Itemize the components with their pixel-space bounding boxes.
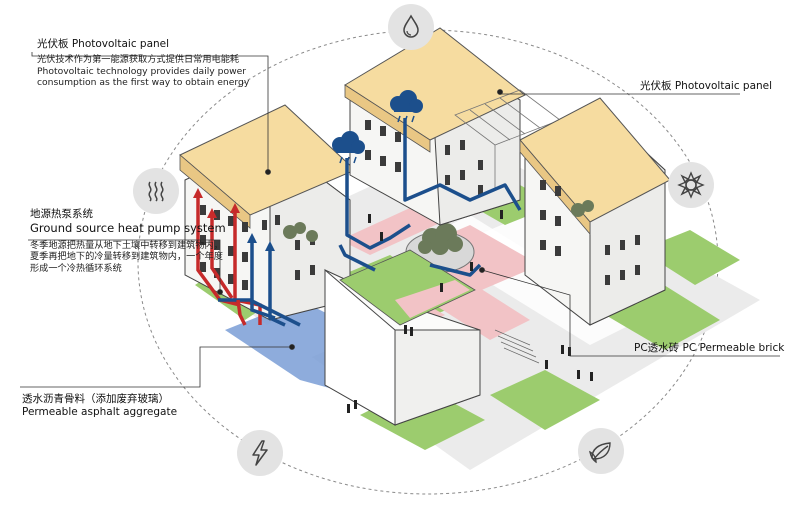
rain-cloud-icon (332, 131, 365, 164)
courtyard-tree (418, 223, 463, 255)
heat-pump-body-1: 冬季地源把热量从地下土壤中转移到建筑物内， (30, 239, 223, 251)
heat-pump-title-cn: 地源热泵系统 (30, 208, 93, 220)
flow-arrows (193, 188, 275, 251)
asphalt-title-en: Permeable asphalt aggregate (22, 406, 178, 419)
ground-source-heat-pump-pipes (196, 195, 301, 327)
pv-annotation-body-en-1: Photovoltaic technology provides daily p… (37, 65, 247, 77)
heat-waves-icon (148, 181, 164, 202)
pv-annotation-right: 光伏板 Photovoltaic panel (640, 80, 773, 92)
water-drop-icon (403, 14, 419, 38)
water-icon-badge (388, 4, 434, 50)
asphalt-annotation: 透水沥青骨料（添加废弃玻璃） Permeable asphalt aggrega… (22, 393, 222, 419)
pv-annotation-title: 光伏板 Photovoltaic panel (37, 38, 170, 50)
pv-annotation-top: 光伏板 Photovoltaic panel 光伏技术作为第一能源获取方式提供日… (37, 38, 287, 89)
middle-building (344, 27, 561, 226)
pc-brick-annotation: PC透水砖 PC Permeable brick (634, 342, 785, 354)
pv-annotation-body-en-2: consumption as the first way to obtain e… (37, 77, 250, 89)
pv-annotation-body-cn: 光伏技术作为第一能源获取方式提供日常用电能耗 (37, 54, 240, 66)
heat-pump-title-en: Ground source heat pump system (30, 221, 226, 236)
rainwater-pipes (338, 118, 522, 277)
energy-icon-badge (237, 430, 283, 476)
heat-pump-annotation: 地源热泵系统 Ground source heat pump system 冬季… (30, 208, 260, 274)
lightning-icon (252, 440, 268, 466)
heat-pump-body-2: 夏季再把地下的冷量转移到建筑物内，一个年度 (30, 251, 223, 262)
front-building (324, 249, 540, 426)
leaf-icon (589, 442, 611, 464)
right-building (519, 97, 671, 326)
heat-icon-badge (133, 168, 179, 214)
heat-pump-body-3: 形成一个冷热循环系统 (30, 262, 122, 274)
sun-icon (677, 171, 705, 199)
left-building (179, 104, 356, 321)
sun-icon-badge (668, 162, 714, 208)
people-figures (347, 210, 593, 413)
rain-cloud-icon-2 (390, 90, 423, 123)
asphalt-title-cn: 透水沥青骨料（添加废弃玻璃） (22, 393, 169, 405)
leader-lines (20, 52, 780, 388)
plant-icon-badge (578, 428, 624, 474)
